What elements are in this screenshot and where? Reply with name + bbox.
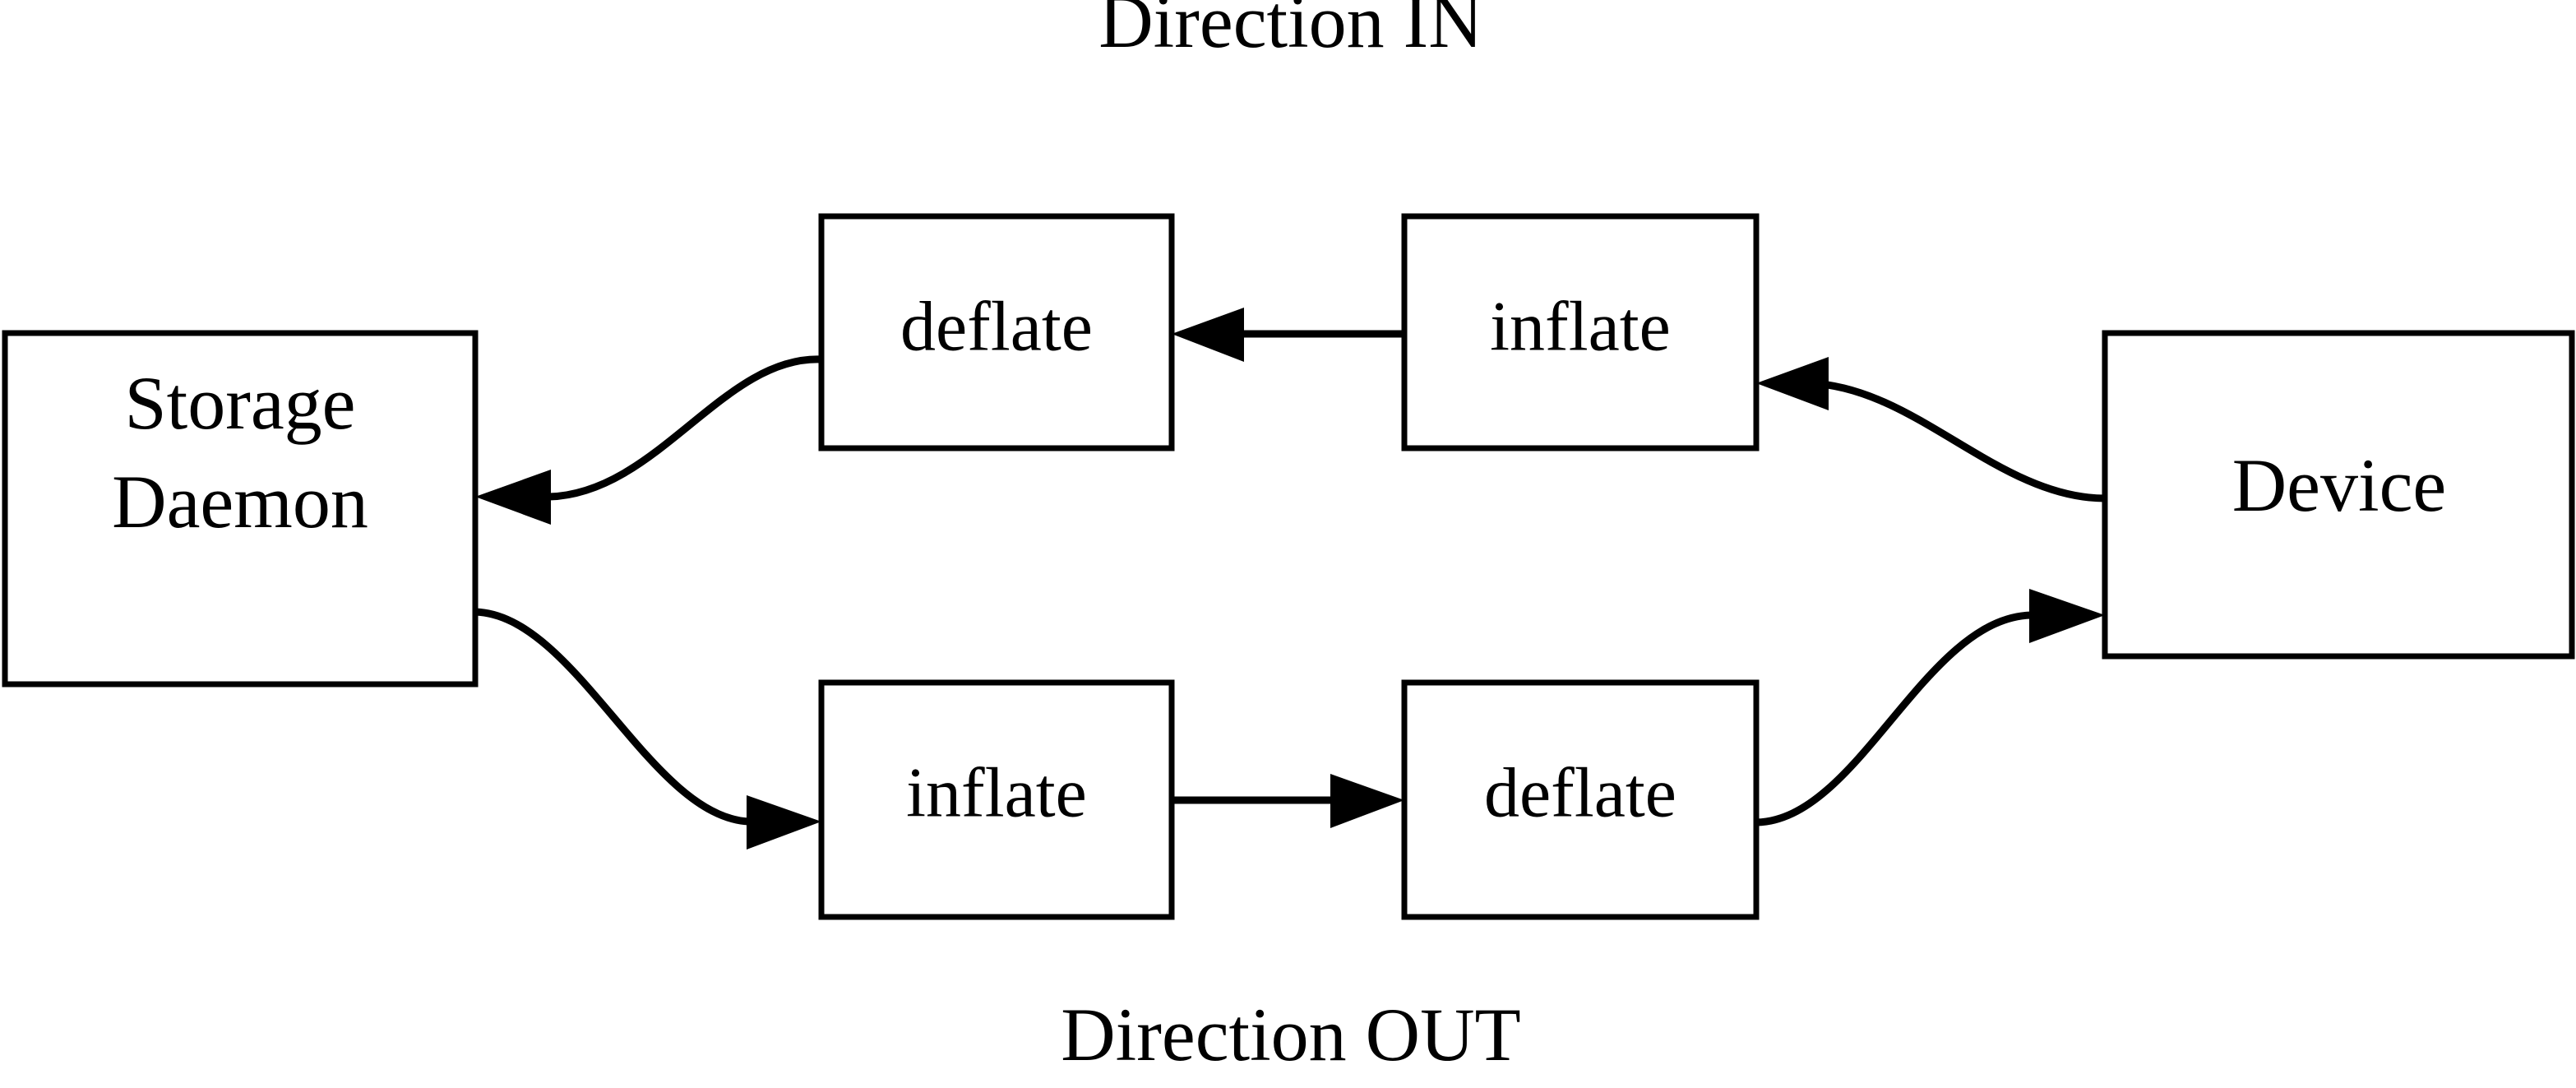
node-label-line1: Storage bbox=[124, 361, 355, 445]
node-inflate-in[interactable]: inflate bbox=[1401, 213, 1760, 451]
node-box bbox=[818, 679, 1175, 920]
edge-storage-to-inflate-out bbox=[474, 608, 821, 850]
node-deflate-in[interactable]: deflate bbox=[818, 213, 1175, 451]
edge-deflate-out-to-device bbox=[1755, 589, 2105, 826]
edge-inflate-in-to-deflate-in bbox=[1172, 308, 1404, 362]
edge-line bbox=[474, 608, 749, 826]
direction-out-caption: Direction OUT bbox=[1061, 993, 1521, 1076]
node-label: Device bbox=[2232, 443, 2447, 527]
node-device[interactable]: Device bbox=[2102, 330, 2575, 660]
arrowhead-right bbox=[747, 795, 821, 850]
node-label: inflate bbox=[1490, 287, 1671, 366]
node-box bbox=[818, 213, 1175, 451]
arrowhead-left bbox=[1172, 308, 1244, 362]
edge-inflate-out-to-deflate-out bbox=[1172, 774, 1404, 828]
arrowhead-right bbox=[2029, 589, 2105, 643]
node-label-line2: Daemon bbox=[112, 460, 368, 544]
node-label: deflate bbox=[900, 287, 1093, 366]
node-box bbox=[1401, 679, 1760, 920]
node-box bbox=[2, 330, 479, 688]
node-deflate-out[interactable]: deflate bbox=[1401, 679, 1760, 920]
edge-line bbox=[548, 355, 822, 501]
arrowhead-left bbox=[1756, 357, 1829, 410]
node-storage-daemon[interactable]: Storage Daemon bbox=[2, 330, 479, 688]
node-box bbox=[1401, 213, 1760, 451]
direction-in-caption: Direction IN bbox=[1098, 0, 1483, 63]
node-inflate-out[interactable]: inflate bbox=[818, 679, 1175, 920]
node-label: inflate bbox=[906, 753, 1087, 832]
arrowhead-left bbox=[475, 470, 551, 525]
node-label: deflate bbox=[1484, 753, 1676, 832]
node-box bbox=[2102, 330, 2575, 660]
arrowhead-right bbox=[1330, 774, 1404, 828]
edge-deflate-in-to-storage bbox=[475, 355, 822, 525]
edge-device-to-inflate-in bbox=[1756, 357, 2106, 502]
edge-line bbox=[1808, 379, 2106, 502]
edge-line bbox=[1755, 611, 2032, 826]
